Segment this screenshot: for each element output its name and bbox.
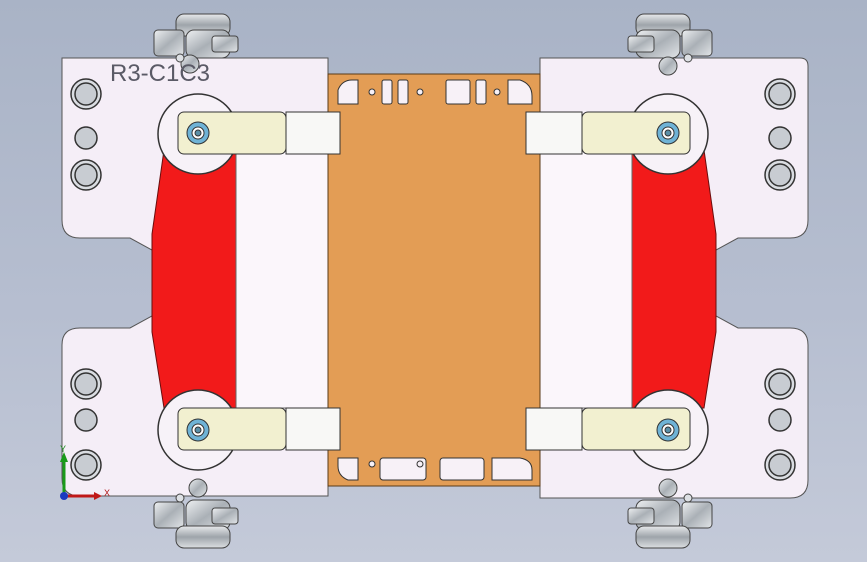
- clamp-arm-top-right[interactable]: [525, 111, 691, 155]
- left-inner-strip: [235, 149, 329, 409]
- clamp-arm-bottom-left[interactable]: [177, 407, 341, 451]
- right-mounting-holes: [764, 78, 796, 481]
- fitting-bottom-left: [153, 478, 239, 549]
- left-mounting-holes: [70, 78, 102, 481]
- axis-x-label: X: [104, 488, 111, 498]
- xyz-triad-icon: [60, 452, 102, 500]
- center-board[interactable]: [327, 73, 541, 487]
- fitting-top-right: [627, 13, 713, 76]
- clamp-arm-top-left[interactable]: [177, 111, 341, 155]
- clamp-arm-bottom-right[interactable]: [525, 407, 691, 451]
- board-top-cutouts: [337, 79, 533, 105]
- left-red-block: [151, 149, 237, 409]
- right-inner-strip: [539, 149, 633, 409]
- right-red-block: [631, 149, 717, 409]
- part-label: R3-C1C3: [110, 60, 211, 87]
- fitting-top-left: [153, 13, 239, 74]
- axis-y-label: Y: [60, 444, 67, 454]
- fitting-bottom-right: [627, 478, 713, 549]
- board-bottom-cutouts: [337, 457, 533, 481]
